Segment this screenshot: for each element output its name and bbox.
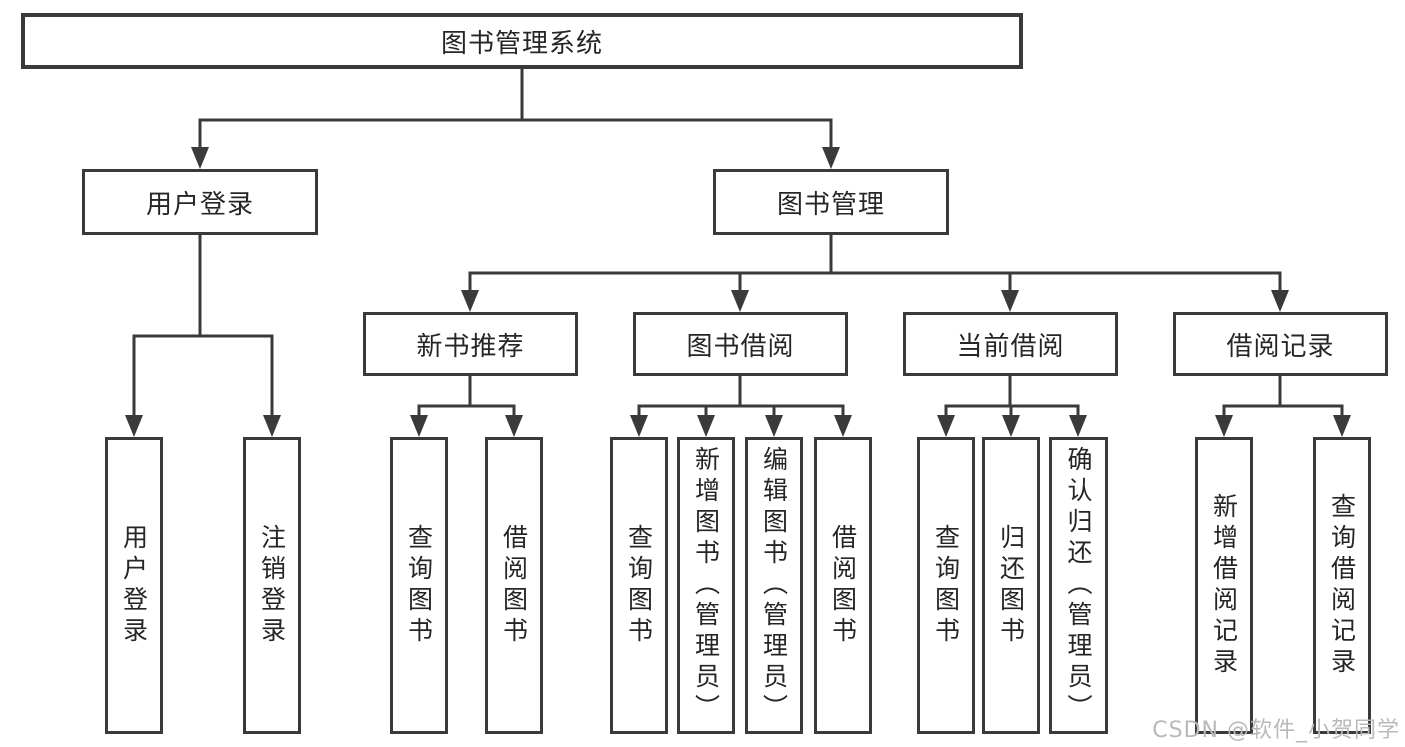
- leaf-logout-label: 注销登录: [257, 523, 287, 648]
- arrowhead-icon: [1001, 290, 1019, 312]
- leaf-cb-confirm-return-admin: 确认归还（管理员）: [1049, 437, 1108, 734]
- leaf-br-query-record: 查询借阅记录: [1313, 437, 1371, 734]
- arrowhead-icon: [1271, 290, 1289, 312]
- node-borrow-records-label: 借阅记录: [1226, 331, 1335, 362]
- node-borrow-records: 借阅记录: [1173, 312, 1388, 376]
- arrowhead-icon: [505, 415, 523, 437]
- leaf-nbr-borrow-book-label: 借阅图书: [499, 523, 529, 648]
- leaf-user-login: 用户登录: [105, 437, 163, 734]
- node-current-borrow-label: 当前借阅: [956, 331, 1065, 362]
- arrowhead-icon: [834, 415, 852, 437]
- node-user-login: 用户登录: [82, 169, 318, 235]
- arrowhead-icon: [937, 415, 955, 437]
- arrowhead-icon: [191, 147, 209, 169]
- node-root: 图书管理系统: [21, 13, 1023, 69]
- arrowhead-icon: [822, 147, 840, 169]
- leaf-logout: 注销登录: [243, 437, 301, 734]
- node-new-book-recommend: 新书推荐: [363, 312, 578, 376]
- connector-borrow-records-children: [1215, 373, 1351, 437]
- arrowhead-icon: [263, 415, 281, 437]
- csdn-watermark: CSDN @软件_小贺同学: [1152, 718, 1400, 743]
- node-root-label: 图书管理系统: [440, 28, 603, 59]
- node-book-management: 图书管理: [713, 169, 949, 235]
- leaf-user-login-label: 用户登录: [119, 523, 149, 648]
- arrowhead-icon: [765, 415, 783, 437]
- leaf-bb-edit-book-admin-label: 编辑图书（管理员）: [759, 446, 789, 725]
- leaf-br-add-record: 新增借阅记录: [1195, 437, 1253, 734]
- leaf-bb-add-book-admin: 新增图书（管理员）: [677, 437, 735, 734]
- leaf-bb-borrow-book-label: 借阅图书: [828, 523, 858, 648]
- arrowhead-icon: [1215, 415, 1233, 437]
- arrowhead-icon: [1333, 415, 1351, 437]
- connector-new-book-recommend-children: [410, 373, 523, 437]
- connector-user-login-children: [125, 232, 281, 437]
- leaf-nbr-query-book-label: 查询图书: [404, 523, 434, 648]
- leaf-cb-return-book: 归还图书: [982, 437, 1040, 734]
- leaf-bb-borrow-book: 借阅图书: [814, 437, 872, 734]
- node-user-login-label: 用户登录: [145, 189, 254, 220]
- connector-book-management-children: [461, 232, 1289, 312]
- arrowhead-icon: [461, 290, 479, 312]
- leaf-nbr-query-book: 查询图书: [390, 437, 448, 734]
- arrowhead-icon: [697, 415, 715, 437]
- connector-book-borrow-children: [630, 373, 852, 437]
- node-current-borrow: 当前借阅: [903, 312, 1118, 376]
- connector-current-borrow-children: [937, 373, 1087, 437]
- node-book-management-label: 图书管理: [776, 189, 885, 220]
- leaf-nbr-borrow-book: 借阅图书: [485, 437, 543, 734]
- leaf-bb-add-book-admin-label: 新增图书（管理员）: [691, 446, 721, 725]
- arrowhead-icon: [731, 290, 749, 312]
- leaf-bb-edit-book-admin: 编辑图书（管理员）: [745, 437, 803, 734]
- node-book-borrow: 图书借阅: [633, 312, 848, 376]
- leaf-br-query-record-label: 查询借阅记录: [1327, 492, 1357, 679]
- node-new-book-recommend-label: 新书推荐: [416, 331, 525, 362]
- node-book-borrow-label: 图书借阅: [686, 331, 795, 362]
- arrowhead-icon: [125, 415, 143, 437]
- leaf-br-add-record-label: 新增借阅记录: [1209, 492, 1239, 679]
- arrowhead-icon: [410, 415, 428, 437]
- arrowhead-icon: [1002, 415, 1020, 437]
- leaf-cb-return-book-label: 归还图书: [996, 523, 1026, 648]
- leaf-cb-confirm-return-admin-label: 确认归还（管理员）: [1064, 446, 1093, 725]
- arrowhead-icon: [630, 415, 648, 437]
- connector-root-to-branches: [191, 66, 840, 169]
- arrowhead-icon: [1069, 415, 1087, 437]
- leaf-cb-query-book-label: 查询图书: [931, 523, 961, 648]
- leaf-cb-query-book: 查询图书: [917, 437, 975, 734]
- leaf-bb-query-book: 查询图书: [610, 437, 668, 734]
- leaf-bb-query-book-label: 查询图书: [624, 523, 654, 648]
